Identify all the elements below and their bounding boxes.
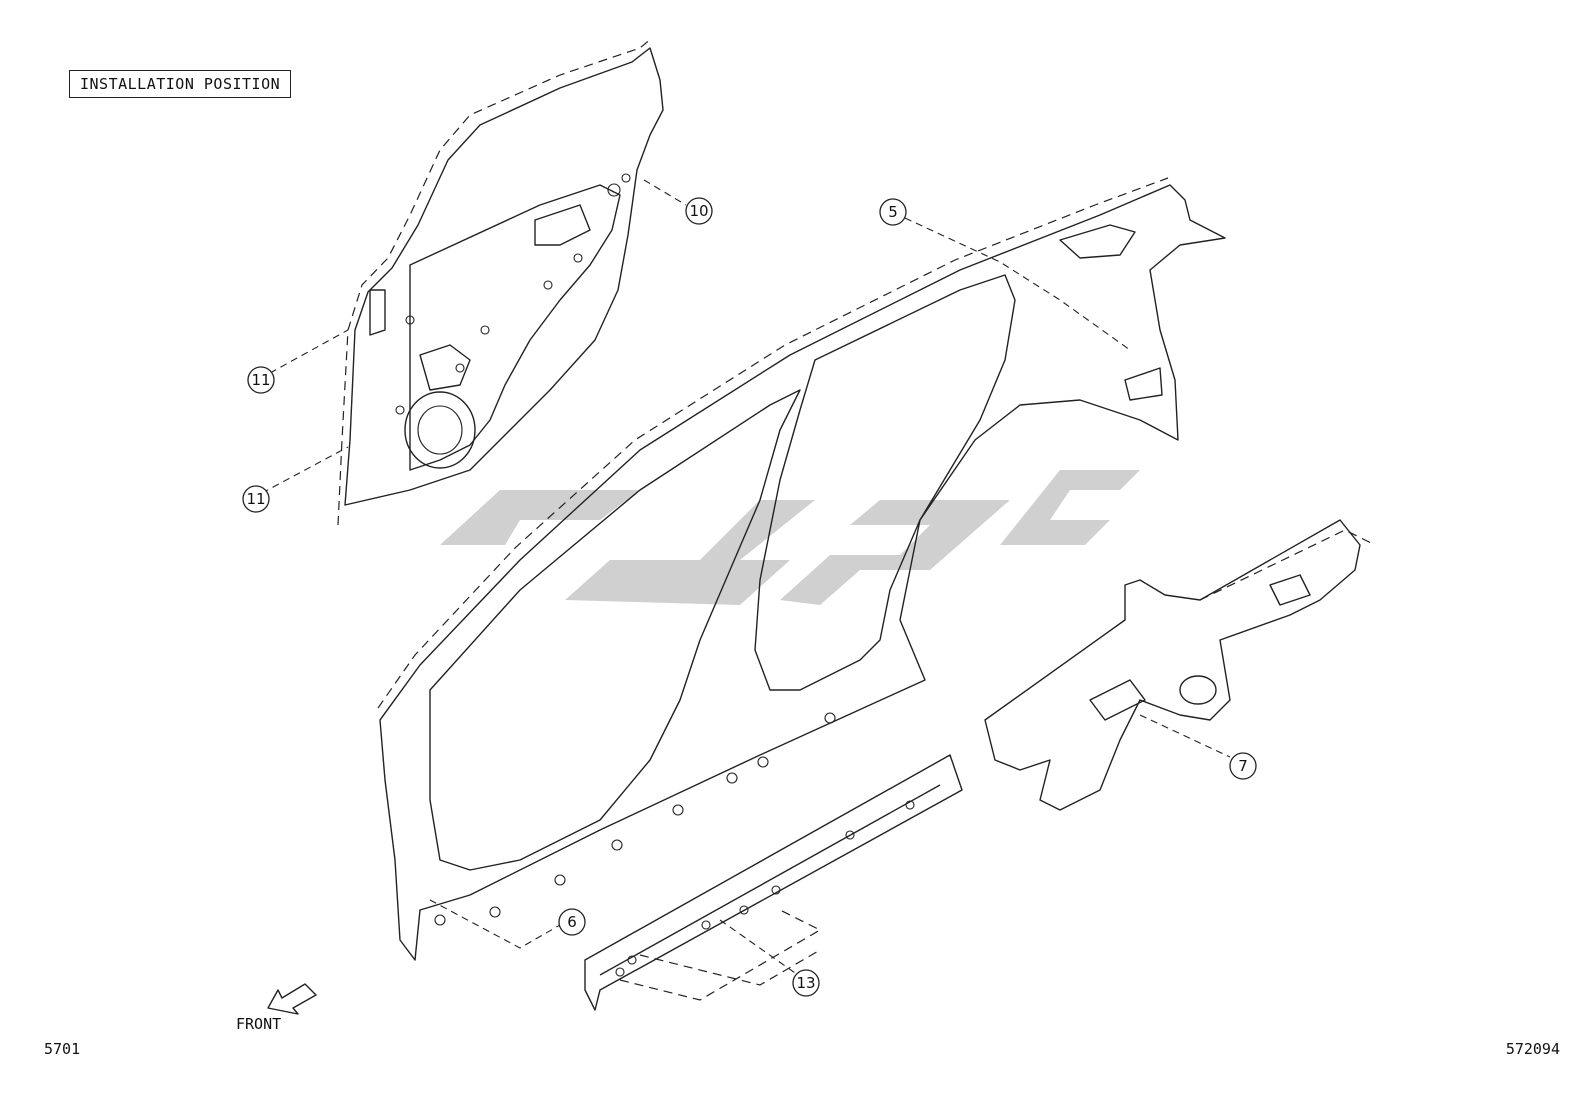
svg-text:7: 7 [1238,757,1248,775]
installation-position-label: INSTALLATION POSITION [69,70,292,98]
callout-11-lower: 11 [242,485,270,513]
body-side-outer-panel [377,177,1226,961]
svg-text:10: 10 [689,202,708,220]
rear-wheelhouse-panel [984,519,1376,811]
callout-10: 10 [685,197,713,225]
watermark-logo [440,470,1140,605]
svg-text:11: 11 [251,371,270,389]
svg-text:11: 11 [246,490,265,508]
callout-6: 6 [558,908,586,936]
svg-text:6: 6 [567,913,577,931]
front-direction-label: FRONT [236,1015,282,1033]
rocker-holes [434,712,836,926]
svg-text:13: 13 [796,974,815,992]
callout-7: 7 [1229,752,1257,780]
rear-door-panel [337,37,664,526]
svg-text:5: 5 [888,203,898,221]
diagram-code-right: 572094 [1505,1040,1560,1058]
diagram-code-left: 5701 [44,1040,81,1058]
front-arrow-icon [267,983,317,1015]
rocker-reinforcement [584,754,963,1011]
callout-13: 13 [792,969,820,997]
callout-5: 5 [879,198,907,226]
callout-11-upper: 11 [247,366,275,394]
leader-lines [261,179,1231,976]
